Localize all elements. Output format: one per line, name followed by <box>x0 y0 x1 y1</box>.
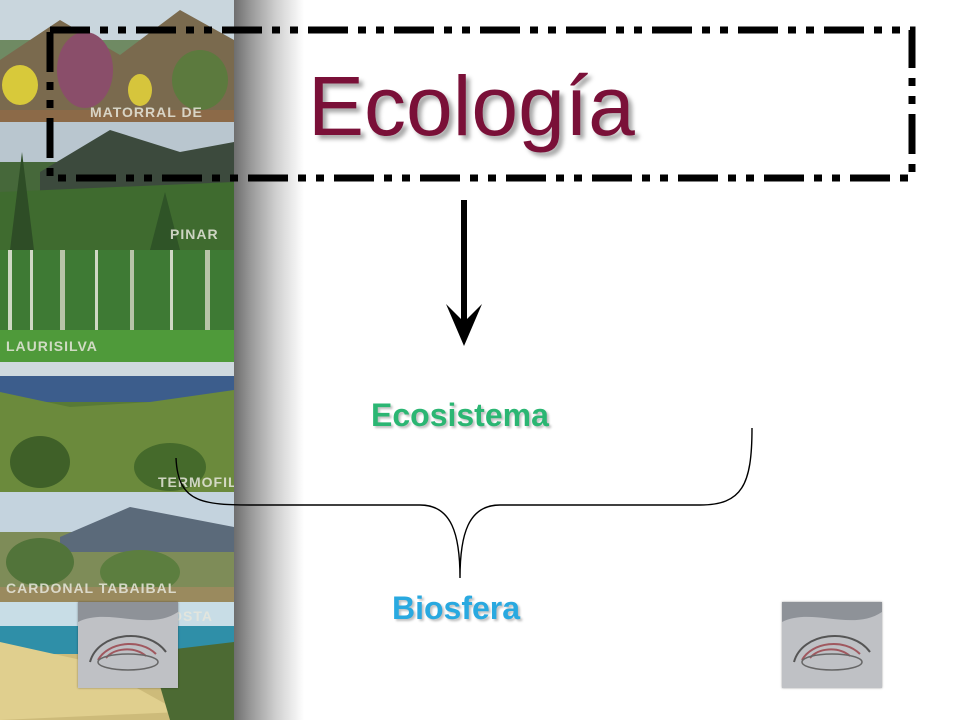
down-arrow <box>446 200 482 346</box>
collage-photo-cardonal: CARDONAL TABAIBAL <box>0 492 234 602</box>
title-frame <box>46 26 916 182</box>
ecosistema-label: Ecosistema <box>371 397 549 433</box>
shell-image-left <box>78 602 178 688</box>
gradient-divider <box>234 0 304 720</box>
collage-label-cardonal: CARDONAL TABAIBAL <box>6 580 178 596</box>
collage-photo-laurisilva: LAURISILVA <box>0 250 234 362</box>
collage-label-laurisilva: LAURISILVA <box>6 338 98 354</box>
biosfera-label: Biosfera <box>392 590 521 626</box>
collage-label-termofilo: TERMOFILO <box>158 474 234 490</box>
collage-photo-matorral: MATORRAL DE CUMBRE <box>0 0 234 136</box>
shell-image-right <box>782 602 882 688</box>
curly-brace <box>175 427 753 579</box>
slide-title: Ecología <box>308 59 635 153</box>
collage-photo-termofilo: TERMOFILO <box>0 362 234 492</box>
collage-label-pinar: PINAR <box>170 226 219 242</box>
